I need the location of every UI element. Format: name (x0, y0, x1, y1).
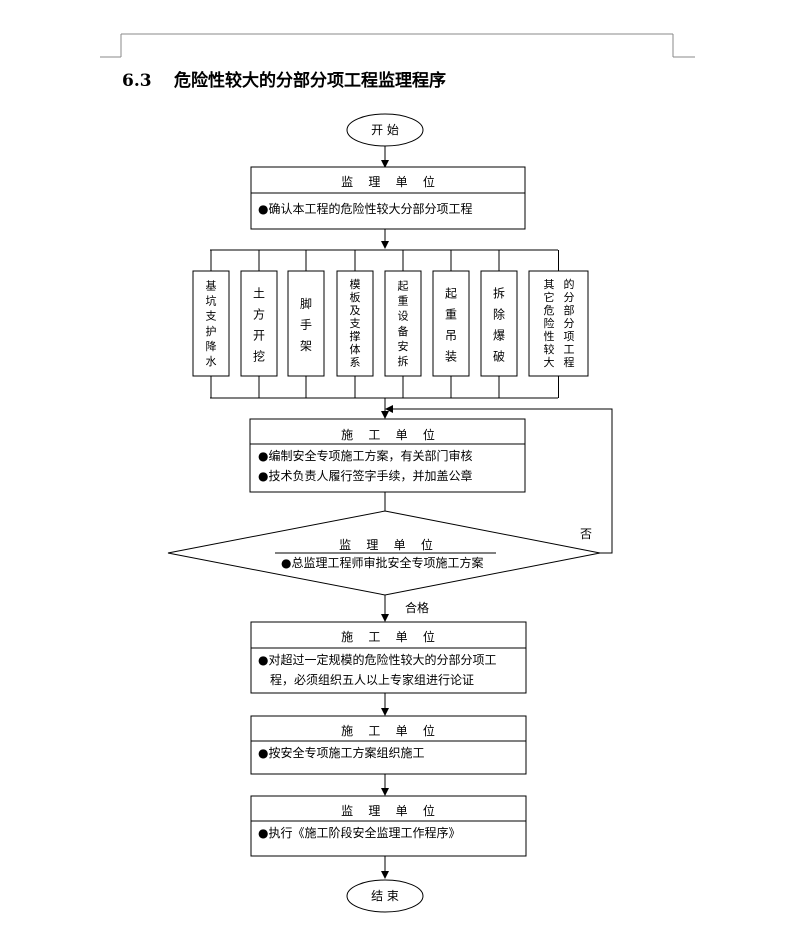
category-box: 脚手架 (287, 250, 325, 398)
category-label-char: 支 (206, 310, 217, 323)
end-label: 结 束 (371, 889, 399, 903)
box-item: ●按安全专项施工方案组织施工 (258, 745, 424, 760)
box-title: 施 工 单 位 (341, 629, 435, 644)
box-title: 施 工 单 位 (341, 427, 435, 442)
category-frame (192, 270, 230, 377)
category-label-char: 爆 (493, 328, 505, 342)
category-label-char: 险 (544, 316, 555, 330)
category-label-char: 系 (350, 356, 361, 369)
category-frame (528, 270, 589, 377)
category-label-char: 较 (544, 342, 555, 356)
category-label-char: 土 (253, 286, 265, 300)
decision-text: ●总监理工程师审批安全专项施工方案 (281, 555, 483, 570)
box-item: ●执行《施工阶段安全监理工作程序》 (258, 825, 460, 840)
category-label-char: 性 (544, 329, 555, 343)
category-label-char: 其 (544, 278, 555, 291)
category-label-char: 板 (350, 290, 361, 304)
category-label-char: 项 (564, 330, 575, 343)
construction-box-plan: 施 工 单 位 ●编制安全专项施工方案，有关部门审核 ●技术负责人履行签字手续，… (249, 418, 526, 493)
category-label-char: 体 (350, 342, 361, 356)
category-label-char: 分 (564, 317, 575, 330)
start-label: 开 始 (371, 123, 399, 137)
box-item: ●技术负责人履行签字手续，并加盖公章 (258, 468, 472, 483)
category-label-char: 除 (493, 306, 505, 321)
box-title: 施 工 单 位 (341, 723, 435, 738)
category-label-char: 危 (544, 304, 555, 317)
category-label-char: 模 (350, 278, 361, 291)
category-label-char: 它 (544, 290, 555, 304)
no-loop-arrow (385, 405, 613, 554)
category-label-char: 脚 (300, 296, 312, 311)
category-label-char: 的 (564, 277, 575, 291)
category-frame (240, 270, 278, 377)
category-label-char: 基 (206, 279, 217, 292)
box-item: ●编制安全专项施工方案，有关部门审核 (258, 448, 472, 463)
supervision-box-confirm: 监 理 单 位 ●确认本工程的危险性较大分部分项工程 (250, 166, 526, 230)
supervision-box-procedure: 监 理 单 位 ●执行《施工阶段安全监理工作程序》 (250, 795, 527, 857)
category-label-char: 坑 (206, 294, 217, 308)
category-group: 基坑支护降水土方开挖脚手架模板及支撑体系起重设备安拆起重吊装拆除爆破其它危险性较… (192, 250, 589, 398)
category-label-char: 支 (350, 317, 361, 330)
category-label-char: 水 (206, 355, 217, 368)
category-label-char: 起 (445, 286, 457, 300)
box-item: 程，必须组织五人以上专家组进行论证 (270, 672, 474, 687)
start-node: 开 始 (346, 113, 424, 147)
category-label-char: 安 (398, 339, 409, 353)
decision-node: 监 理 单 位 ●总监理工程师审批安全专项施工方案 (167, 510, 601, 596)
category-label-char: 装 (445, 349, 457, 363)
decision-title: 监 理 单 位 (339, 537, 433, 552)
category-label-char: 大 (544, 355, 555, 369)
box-item: ●确认本工程的危险性较大分部分项工程 (258, 201, 472, 216)
category-frame (480, 270, 518, 377)
category-label-char: 破 (493, 348, 505, 363)
category-label-char: 降 (206, 339, 217, 353)
construction-box-expert: 施 工 单 位 ●对超过一定规模的危险性较大的分部分项工 程，必须组织五人以上专… (250, 621, 527, 694)
section-title: 危险性较大的分部分项工程监理程序 (174, 71, 446, 91)
category-frame (432, 270, 470, 377)
category-label-char: 重 (398, 294, 409, 308)
box-title: 监 理 单 位 (341, 803, 435, 818)
category-label-char: 分 (564, 291, 575, 304)
category-frame (287, 270, 325, 377)
category-label-char: 拆 (493, 285, 505, 300)
category-label-char: 开 (253, 328, 265, 342)
category-label-char: 护 (206, 324, 217, 338)
category-label-char: 挖 (253, 348, 265, 363)
section-heading: 6.3 危险性较大的分部分项工程监理程序 (122, 66, 446, 91)
box-title: 监 理 单 位 (341, 174, 435, 189)
category-frame (384, 270, 422, 377)
category-label-char: 程 (564, 356, 575, 369)
category-label-char: 撑 (350, 329, 361, 343)
category-label-char: 设 (398, 310, 409, 323)
category-label-char: 吊 (445, 328, 457, 342)
category-label-char: 拆 (398, 354, 409, 368)
category-label-char: 工 (564, 343, 575, 356)
category-label-char: 起 (398, 279, 409, 292)
category-label-char: 手 (300, 318, 312, 332)
box-item: ●对超过一定规模的危险性较大的分部分项工 (258, 652, 496, 667)
no-label: 否 (580, 527, 592, 541)
yes-label: 合格 (405, 600, 429, 615)
category-label-char: 备 (398, 324, 409, 338)
category-label-char: 方 (253, 306, 265, 321)
category-label-char: 重 (445, 307, 457, 321)
category-label-char: 架 (300, 339, 312, 353)
category-label-char: 部 (564, 303, 575, 317)
category-frame (336, 270, 374, 377)
end-node: 结 束 (346, 879, 424, 913)
construction-box-execute: 施 工 单 位 ●按安全专项施工方案组织施工 (250, 715, 527, 775)
section-number: 6.3 (122, 71, 152, 91)
category-label-char: 及 (350, 304, 361, 317)
